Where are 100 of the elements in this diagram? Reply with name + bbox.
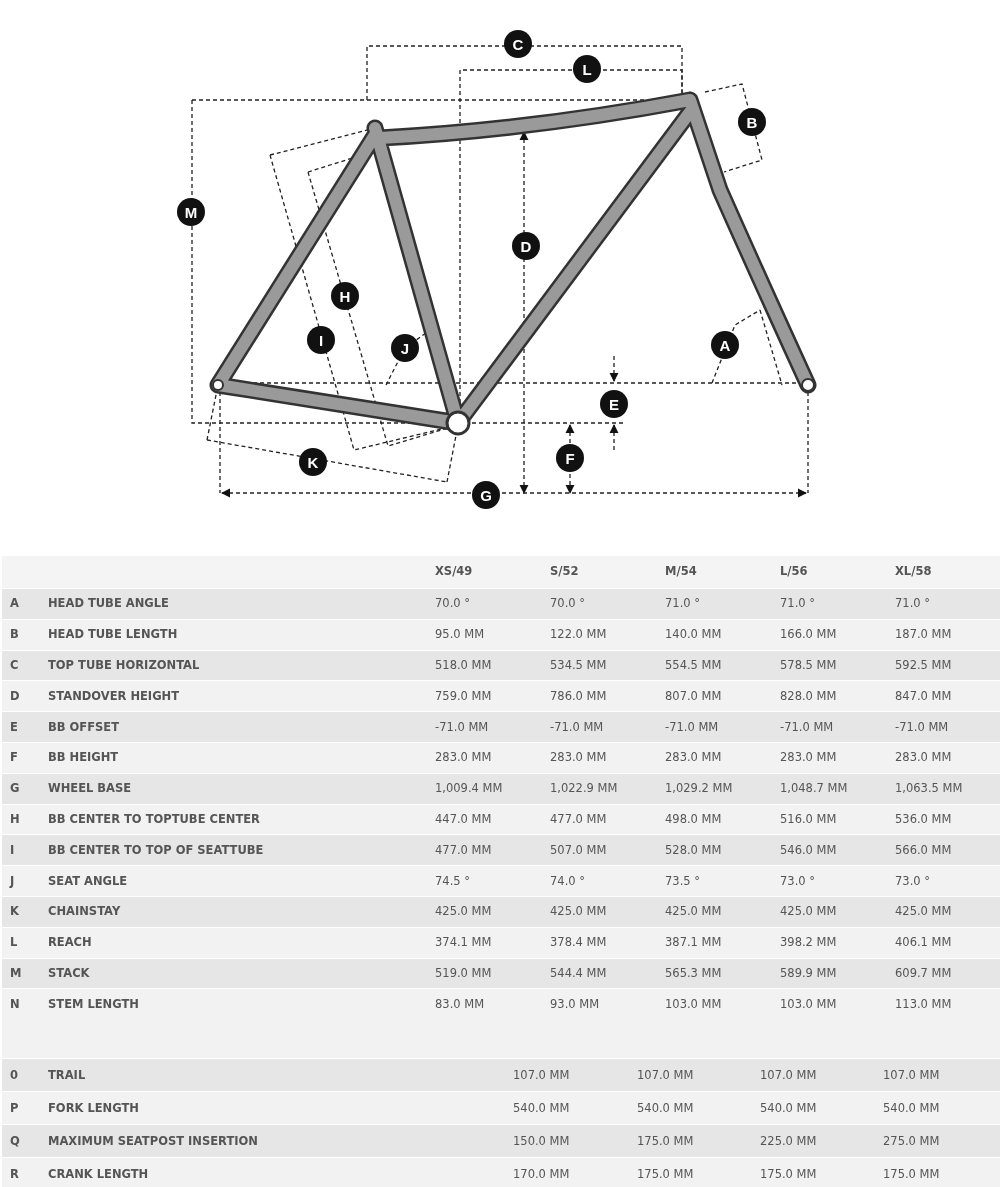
callout-letter: L bbox=[573, 55, 601, 83]
measure-value: 73.0 ° bbox=[895, 873, 930, 888]
measure-name: FORK LENGTH bbox=[48, 1100, 139, 1115]
measure-value: 150.0 MM bbox=[513, 1133, 570, 1148]
measure-value: 283.0 MM bbox=[780, 750, 837, 765]
measure-value: 447.0 MM bbox=[435, 812, 492, 826]
size-header: XL/58 bbox=[895, 564, 932, 578]
measure-value: 425.0 MM bbox=[895, 904, 952, 919]
measure-value: 283.0 MM bbox=[435, 750, 492, 765]
measure-value: 534.5 MM bbox=[550, 658, 607, 672]
measure-value: 519.0 MM bbox=[435, 966, 492, 980]
measure-value: 175.0 MM bbox=[760, 1166, 817, 1181]
measure-value: 83.0 MM bbox=[435, 996, 485, 1011]
measure-value: 387.1 MM bbox=[665, 935, 722, 950]
measure-value: 425.0 MM bbox=[665, 904, 722, 919]
callout-letter: M bbox=[177, 198, 205, 226]
row-letter: G bbox=[10, 781, 20, 796]
measure-value: 1,009.4 MM bbox=[435, 781, 503, 796]
measure-value: 786.0 MM bbox=[550, 688, 607, 703]
measure-name: SEAT ANGLE bbox=[48, 873, 128, 888]
row-letter: E bbox=[10, 719, 18, 734]
measure-value: 283.0 MM bbox=[665, 750, 722, 765]
measure-value: 73.5 ° bbox=[665, 873, 700, 888]
measure-name: BB CENTER TO TOP OF SEATTUBE bbox=[48, 842, 264, 857]
measure-value: 518.0 MM bbox=[435, 658, 492, 672]
size-header: M/54 bbox=[665, 564, 697, 578]
measure-value: 406.1 MM bbox=[895, 935, 952, 950]
callout-letter: I bbox=[307, 326, 335, 354]
measure-value: 589.9 MM bbox=[780, 966, 837, 980]
measure-value: 807.0 MM bbox=[665, 688, 722, 703]
measure-value: 507.0 MM bbox=[550, 842, 607, 857]
measure-value: 592.5 MM bbox=[895, 658, 952, 672]
measure-value: -71.0 MM bbox=[550, 719, 604, 734]
size-header: S/52 bbox=[550, 564, 579, 578]
measure-value: 107.0 MM bbox=[760, 1067, 817, 1082]
measure-value: 71.0 ° bbox=[780, 596, 815, 611]
measure-value: 71.0 ° bbox=[895, 596, 930, 611]
measure-name: HEAD TUBE ANGLE bbox=[48, 596, 169, 611]
measure-value: 73.0 ° bbox=[780, 873, 815, 888]
measure-name: STACK bbox=[48, 966, 90, 980]
size-header: XS/49 bbox=[435, 564, 473, 578]
measure-value: 554.5 MM bbox=[665, 658, 722, 672]
measure-value: 528.0 MM bbox=[665, 842, 722, 857]
measure-name: STEM LENGTH bbox=[48, 996, 139, 1011]
measure-value: 566.0 MM bbox=[895, 842, 952, 857]
callout-letter: C bbox=[504, 30, 532, 58]
measure-value: 175.0 MM bbox=[883, 1166, 940, 1181]
measure-value: -71.0 MM bbox=[665, 719, 719, 734]
callout-letter: H bbox=[331, 282, 359, 310]
measure-name: STANDOVER HEIGHT bbox=[48, 688, 180, 703]
row-letter: C bbox=[10, 658, 19, 672]
measure-value: 175.0 MM bbox=[637, 1133, 694, 1148]
callout-letter: D bbox=[512, 232, 540, 260]
measure-value: 759.0 MM bbox=[435, 688, 492, 703]
measure-value: 107.0 MM bbox=[883, 1067, 940, 1082]
measure-value: 283.0 MM bbox=[895, 750, 952, 765]
measure-value: 275.0 MM bbox=[883, 1133, 940, 1148]
row-letter: A bbox=[10, 596, 19, 611]
measure-name: BB OFFSET bbox=[48, 719, 119, 734]
callout-letter: A bbox=[711, 331, 739, 359]
callout-letter: K bbox=[299, 448, 327, 476]
measure-value: 103.0 MM bbox=[780, 996, 837, 1011]
measure-value: 187.0 MM bbox=[895, 627, 952, 642]
measure-value: 578.5 MM bbox=[780, 658, 837, 672]
measure-name: TOP TUBE HORIZONTAL bbox=[48, 658, 200, 672]
row-letter: I bbox=[10, 842, 15, 857]
measure-value: 477.0 MM bbox=[435, 842, 492, 857]
measure-value: 283.0 MM bbox=[550, 750, 607, 765]
measure-value: 847.0 MM bbox=[895, 688, 952, 703]
measure-value: 544.4 MM bbox=[550, 966, 607, 980]
callout-letter: B bbox=[738, 108, 766, 136]
measure-name: MAXIMUM SEATPOST INSERTION bbox=[48, 1133, 258, 1148]
measure-name: REACH bbox=[48, 935, 92, 950]
measure-value: 95.0 MM bbox=[435, 627, 485, 642]
measure-name: CHAINSTAY bbox=[48, 904, 121, 919]
measure-value: 425.0 MM bbox=[550, 904, 607, 919]
row-letter: B bbox=[10, 627, 19, 642]
row-letter: P bbox=[10, 1100, 19, 1115]
measure-value: 70.0 ° bbox=[550, 596, 585, 611]
callout-letter: E bbox=[600, 390, 628, 418]
measure-value: 140.0 MM bbox=[665, 627, 722, 642]
measure-name: WHEEL BASE bbox=[48, 781, 132, 796]
measure-value: 93.0 MM bbox=[550, 996, 600, 1011]
measure-value: 540.0 MM bbox=[760, 1100, 817, 1115]
measure-value: 828.0 MM bbox=[780, 688, 837, 703]
measure-value: 71.0 ° bbox=[665, 596, 700, 611]
row-letter: K bbox=[10, 904, 19, 919]
measure-value: 170.0 MM bbox=[513, 1166, 570, 1181]
measure-value: -71.0 MM bbox=[895, 719, 949, 734]
row-letter: H bbox=[10, 812, 20, 826]
measure-value: 166.0 MM bbox=[780, 627, 837, 642]
callout-letter: F bbox=[556, 444, 584, 472]
measure-value: 425.0 MM bbox=[780, 904, 837, 919]
measure-value: -71.0 MM bbox=[780, 719, 834, 734]
row-letter: Q bbox=[10, 1133, 20, 1148]
measure-value: 74.5 ° bbox=[435, 873, 470, 888]
measure-value: 536.0 MM bbox=[895, 812, 952, 826]
row-letter: J bbox=[10, 873, 15, 888]
measure-value: 378.4 MM bbox=[550, 935, 607, 950]
measure-value: 1,022.9 MM bbox=[550, 781, 618, 796]
